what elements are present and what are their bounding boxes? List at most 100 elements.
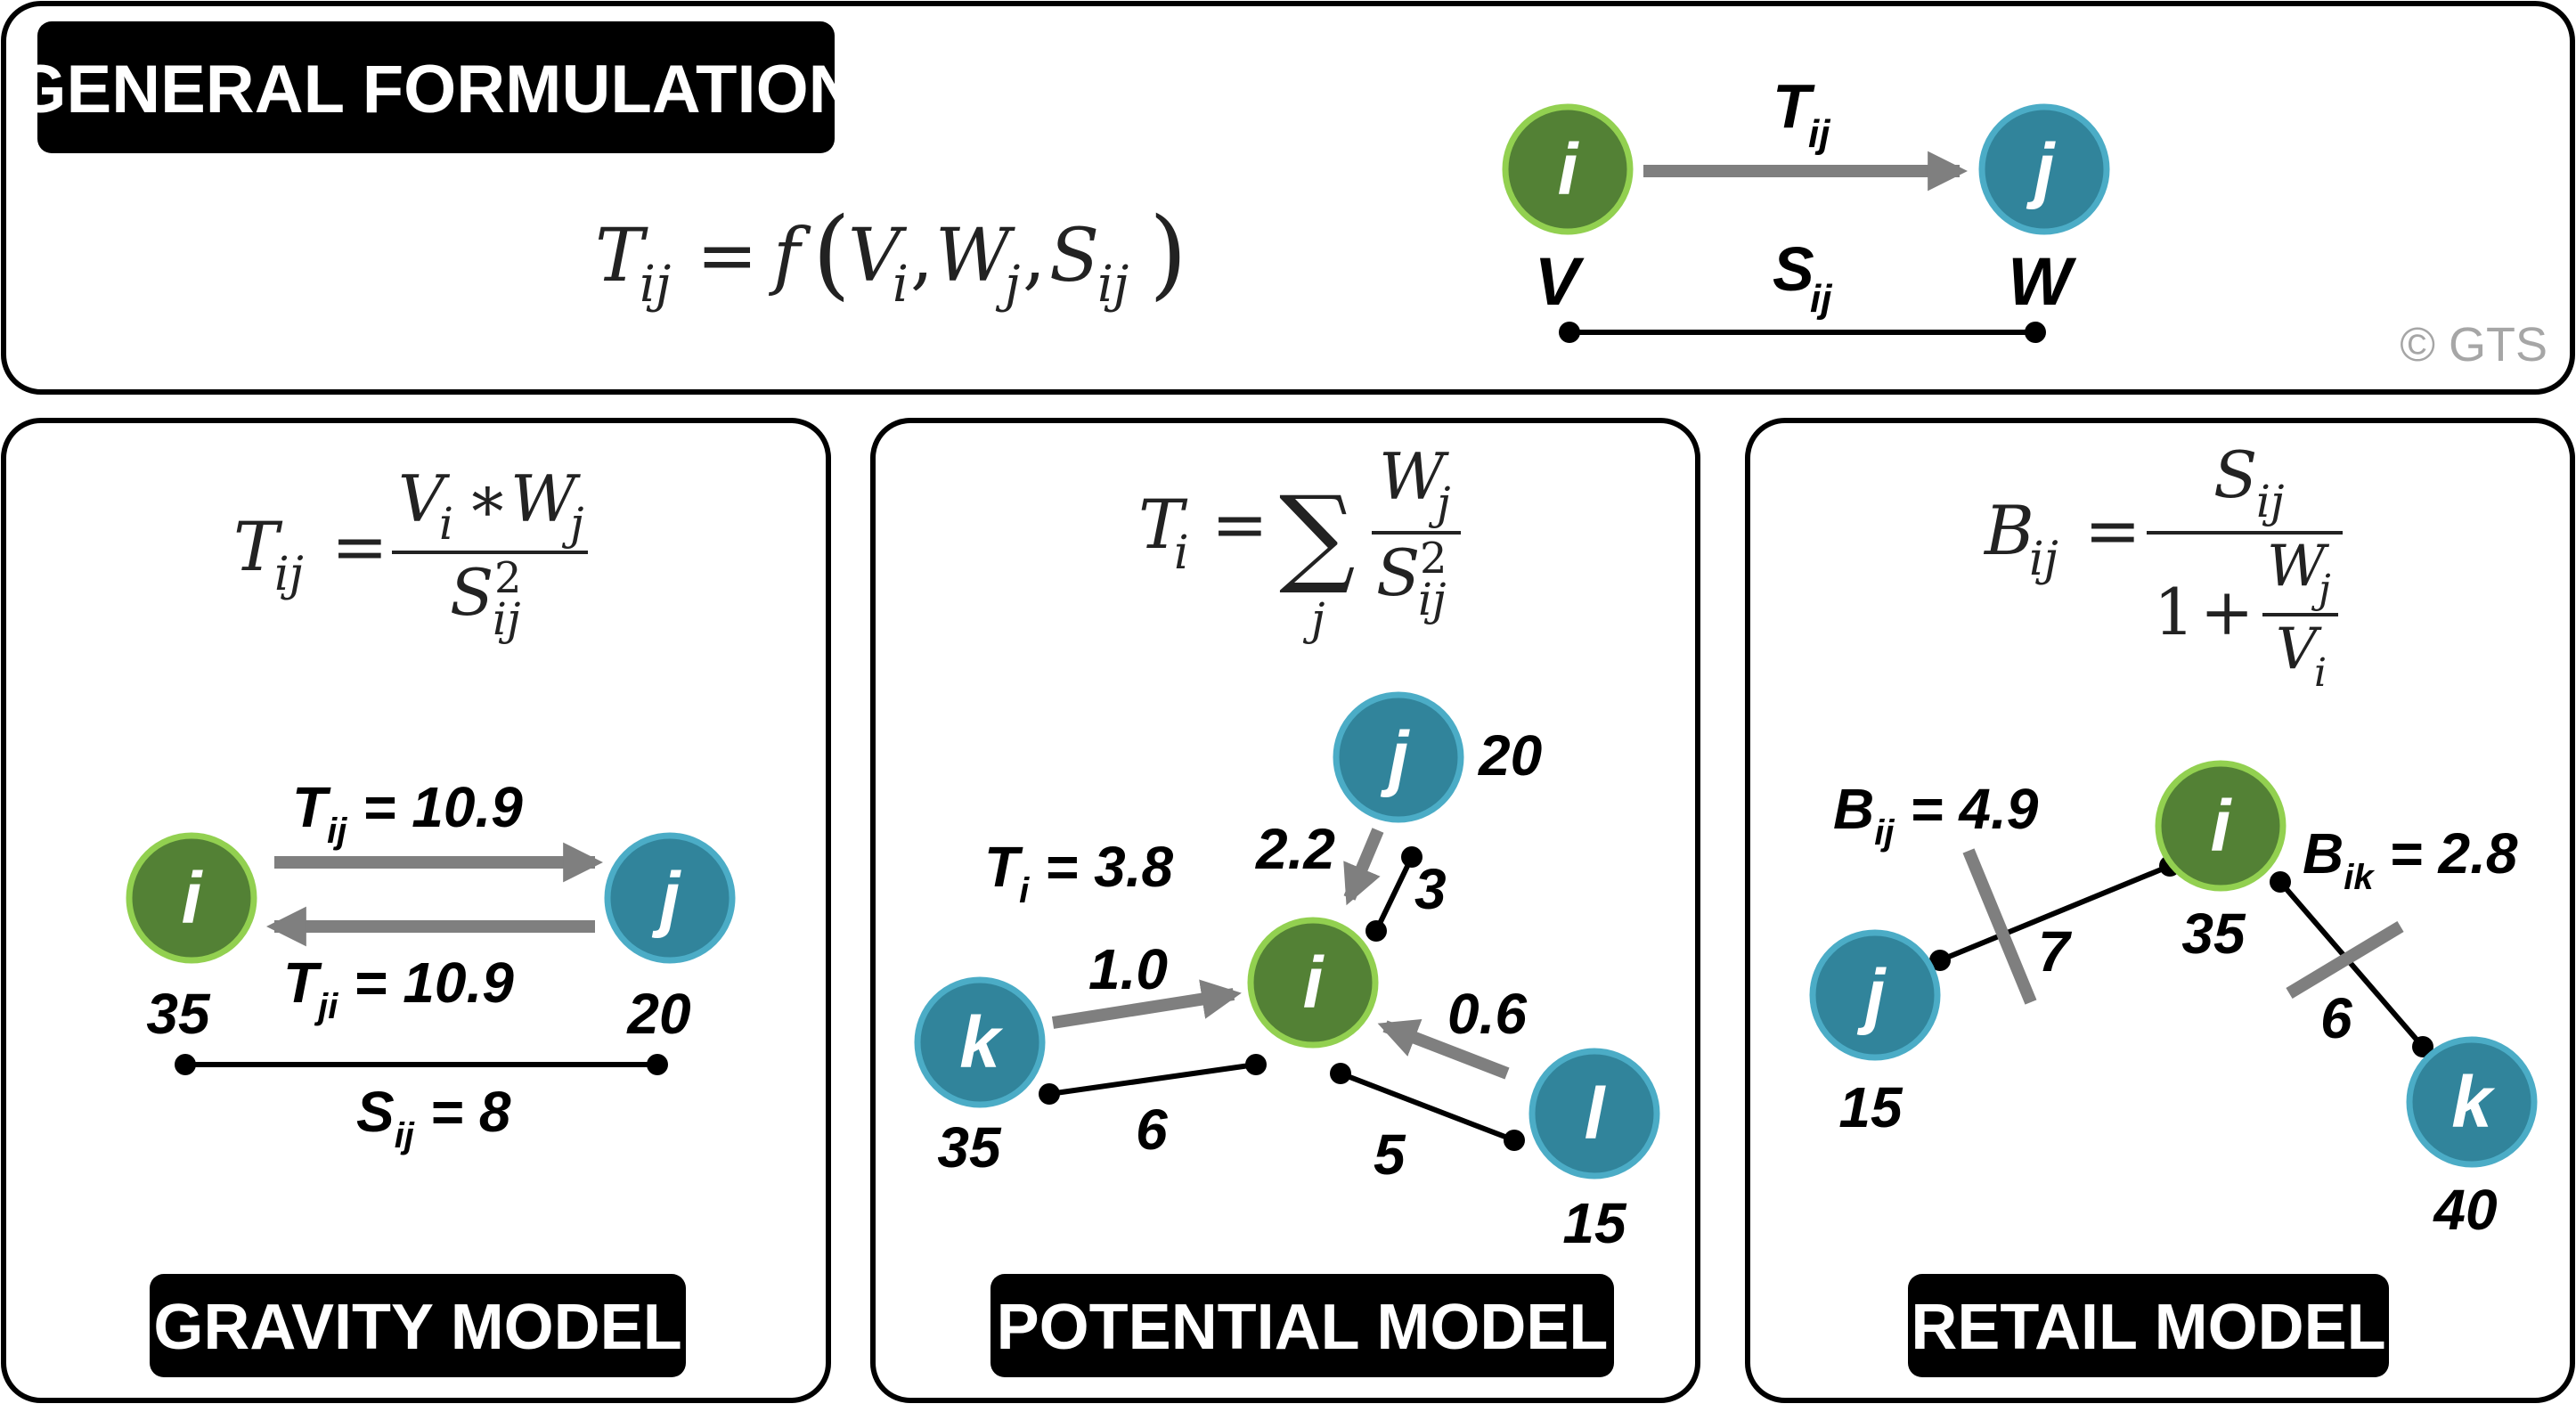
general-formula-comma1: ,: [910, 214, 933, 298]
retail-node-k: [2406, 1036, 2538, 1168]
potential-title-box: [990, 1274, 1614, 1377]
general-w-label: W: [2008, 244, 2077, 320]
potential-dist-l: 5: [1374, 1122, 1406, 1187]
general-formula: T ij = f ( V i , W j , S ij ): [595, 196, 1187, 314]
gravity-formula-den-sub: ij: [493, 593, 521, 645]
retail-distance-ij: [1938, 863, 2172, 963]
general-t-label: T: [1773, 71, 1815, 141]
potential-formula: T i = ∑ j W j S 2 ij: [1138, 439, 1461, 645]
general-title: GENERAL FORMULATION: [13, 52, 857, 127]
retail-formula-eq: =: [2084, 491, 2141, 570]
gravity-node-i: [126, 832, 257, 964]
retail-formula-inner-num: W: [2267, 534, 2330, 600]
gravity-sij-val: = 8: [414, 1080, 511, 1144]
gravity-formula-lhs-sub: ij: [274, 548, 304, 601]
potential-distance-l: [1339, 1071, 1516, 1143]
retail-model-panel: B ij = S ij 1 + W j V i i j k: [1745, 418, 2575, 1403]
retail-formula-num: S: [2213, 437, 2257, 512]
potential-arrow-l: [1377, 1019, 1510, 1080]
general-formula-v: V: [848, 214, 908, 298]
copyright-text: © GTS: [2400, 318, 2547, 371]
potential-formula-num: W: [1379, 439, 1449, 514]
retail-node-i: [2155, 760, 2287, 892]
general-formula-comma2: ,: [1023, 214, 1046, 298]
potential-node-k: [914, 976, 1046, 1108]
retail-breakpoint-ik: [2286, 920, 2404, 1000]
general-node-i-label: i: [1558, 129, 1580, 210]
retail-dist-ij: 7: [2038, 919, 2073, 984]
gravity-formula-num-w: W: [510, 461, 581, 536]
gravity-formula-num-v: V: [398, 461, 451, 536]
potential-node-l: [1528, 1048, 1660, 1179]
potential-ti-label: Ti = 3.8: [984, 835, 1174, 910]
potential-flow-l: 0.6: [1447, 982, 1527, 1046]
retail-node-j: [1809, 929, 1941, 1061]
potential-distance-j: [1374, 855, 1414, 933]
general-formula-w: W: [935, 214, 1015, 298]
gravity-model-panel: T ij = V i ∗ W j S 2 ij i j Tij = 10.9 T…: [1, 418, 831, 1403]
potential-distance-j-end1: [1365, 920, 1387, 942]
retail-node-i-label: i: [2211, 786, 2233, 867]
general-formula-s-sub: ij: [1097, 256, 1129, 314]
gravity-tij-val: = 10.9: [346, 775, 523, 839]
potential-k-value: 35: [937, 1115, 1002, 1179]
retail-j-value: 15: [1838, 1075, 1903, 1139]
retail-bij-b: B: [1833, 777, 1874, 841]
retail-formula-inner-den-sub: i: [2314, 650, 2327, 696]
potential-distance-l-end1: [1330, 1063, 1351, 1084]
potential-formula-den-sub: ij: [1418, 574, 1447, 625]
general-distance-end-right: [2025, 322, 2046, 343]
retail-title: RETAIL MODEL: [1911, 1292, 2385, 1363]
potential-flow-k: 1.0: [1088, 937, 1168, 1001]
general-v-label: V: [1535, 244, 1585, 320]
gravity-tji-label: Tji = 10.9: [283, 951, 514, 1026]
gravity-distance-end-left: [175, 1054, 196, 1075]
gravity-sij-s: S: [356, 1080, 395, 1144]
retail-bij-sub: ij: [1874, 813, 1895, 853]
general-distance-end-left: [1559, 322, 1580, 343]
gravity-formula-mult: ∗: [466, 461, 509, 536]
potential-ti-t: T: [984, 835, 1023, 899]
general-s-label: S: [1773, 234, 1814, 304]
retail-title-box: [1908, 1274, 2389, 1377]
potential-node-k-label: k: [959, 1002, 1004, 1083]
retail-distance-ik: [2278, 880, 2425, 1049]
general-formula-open: (: [812, 196, 851, 310]
retail-bik-label: Bik = 2.8: [2303, 821, 2518, 897]
retail-distance-ij-end1: [1929, 950, 1951, 971]
gravity-formula-eq: =: [331, 507, 388, 586]
potential-node-i-label: i: [1303, 943, 1325, 1024]
gravity-formula-lhs: T: [233, 507, 283, 586]
potential-formula-den-sup: 2: [1420, 534, 1447, 584]
gravity-tji-sub: ji: [314, 987, 338, 1026]
retail-formula-lhs-sub: ij: [2029, 533, 2058, 586]
retail-k-value: 40: [2432, 1178, 2497, 1242]
general-title-box: [37, 21, 835, 153]
gravity-formula-den: S: [450, 555, 493, 630]
potential-formula-lhs: T: [1138, 485, 1188, 564]
gravity-title: GRAVITY MODEL: [153, 1292, 681, 1363]
potential-flow-j: 2.2: [1255, 817, 1335, 881]
potential-node-l-label: l: [1585, 1073, 1607, 1155]
potential-formula-den: S: [1376, 535, 1420, 610]
retail-i-value: 35: [2181, 902, 2246, 966]
gravity-j-value: 20: [626, 982, 690, 1046]
retail-formula-inner-den: V: [2276, 616, 2322, 682]
gravity-formula-den-sup: 2: [494, 553, 522, 603]
general-formula-lhs: T: [595, 214, 648, 298]
potential-arrow-j: [1343, 828, 1384, 906]
potential-distance-k: [1048, 1062, 1257, 1097]
potential-formula-sum: ∑: [1279, 474, 1356, 598]
general-node-i: [1502, 103, 1634, 235]
potential-model-panel: T i = ∑ j W j S 2 ij j i k: [870, 418, 1700, 1403]
potential-title: POTENTIAL MODEL: [997, 1292, 1609, 1363]
potential-formula-eq: =: [1211, 485, 1268, 564]
retail-bik-sub: ik: [2344, 858, 2375, 897]
gravity-sij-label: Sij = 8: [356, 1080, 511, 1155]
retail-bik-val: = 2.8: [2374, 821, 2518, 886]
general-formula-lhs-sub: ij: [640, 256, 671, 314]
potential-ti-sub: i: [1019, 871, 1030, 910]
retail-bij-val: = 4.9: [1894, 777, 2038, 841]
gravity-tji-t: T: [283, 951, 322, 1015]
